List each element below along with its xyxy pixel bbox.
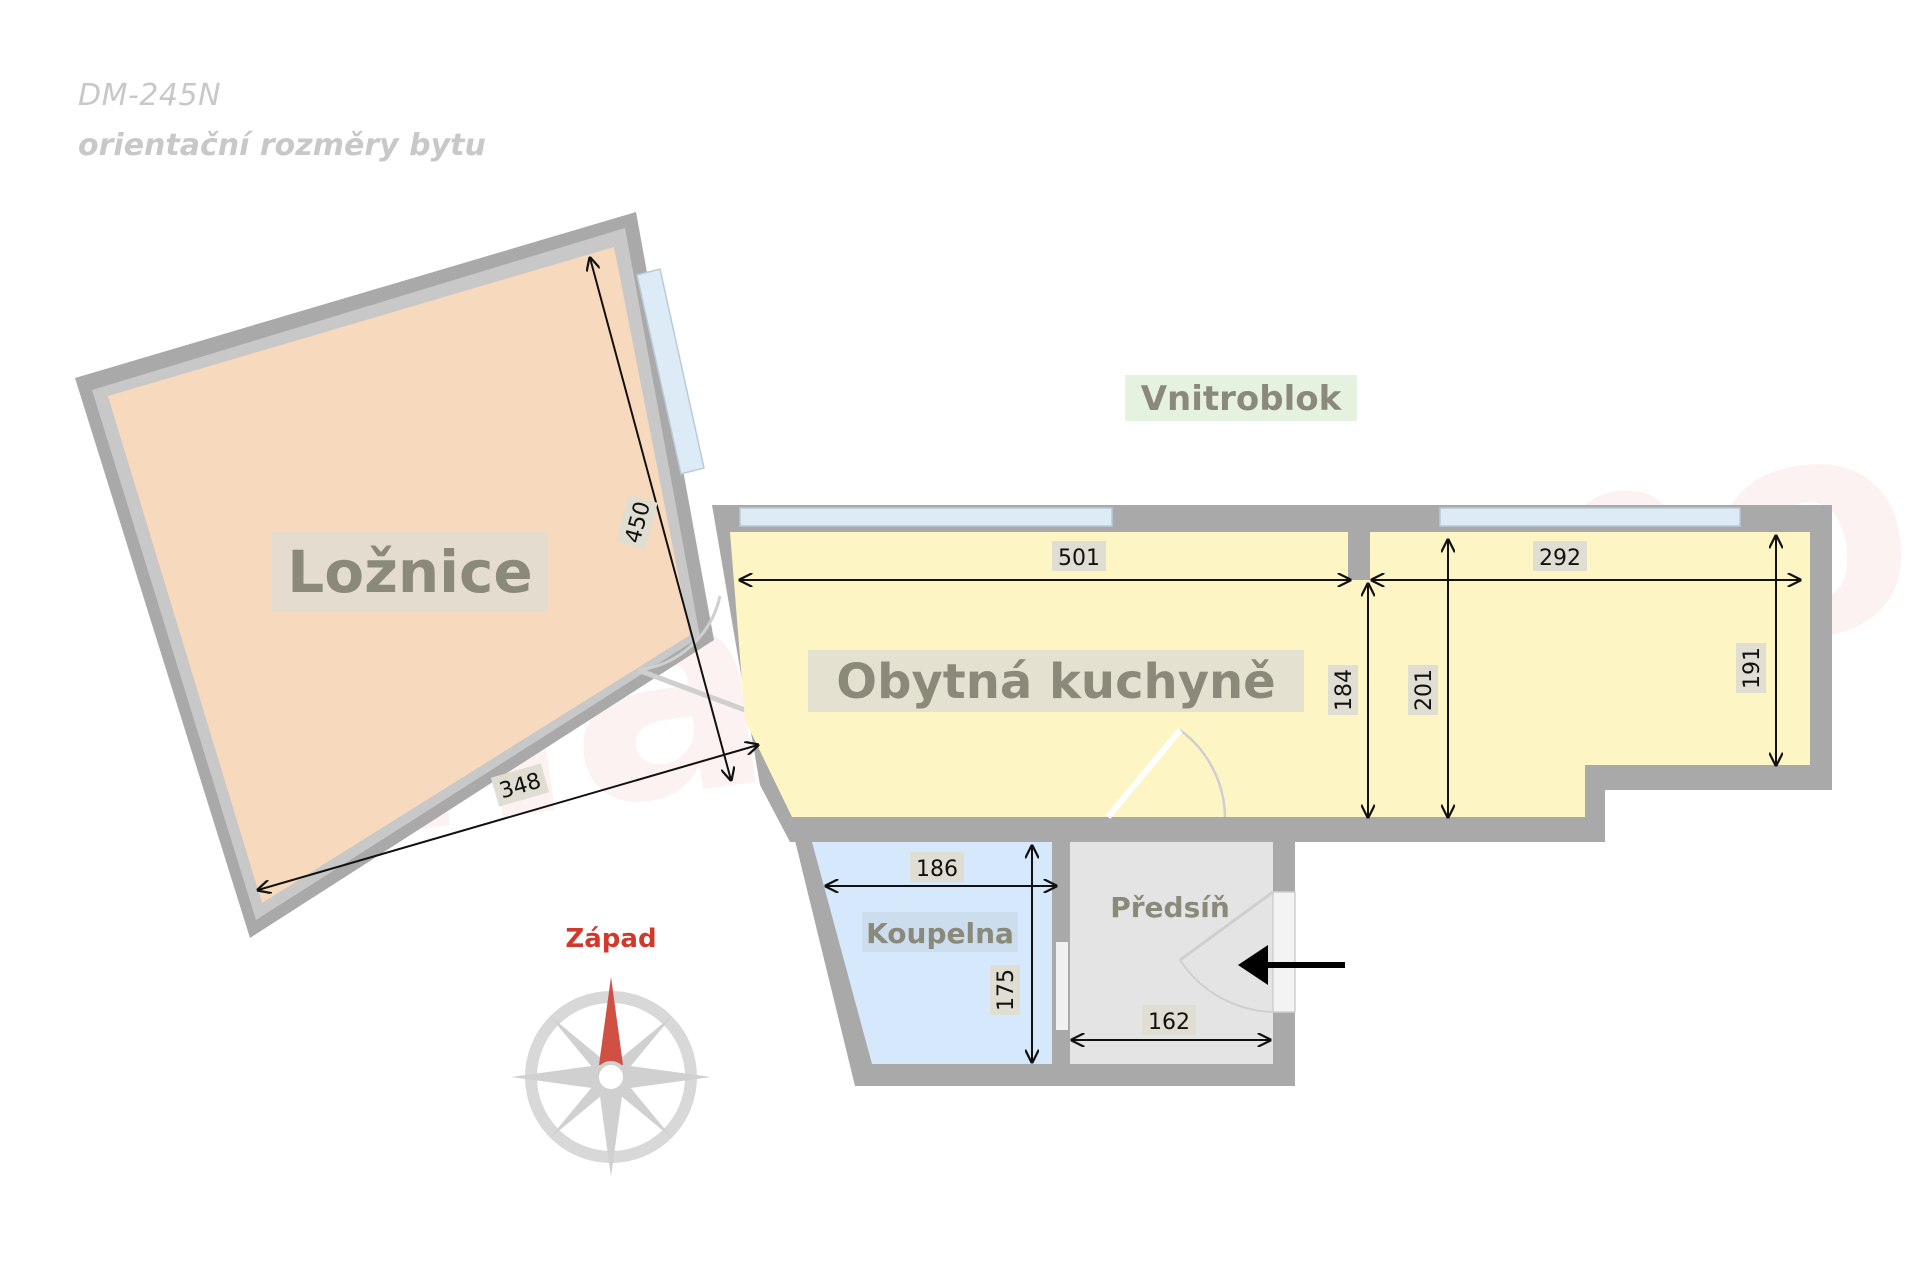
dim-koupelna-depth: 175 — [994, 969, 1019, 1011]
kitchen-door-leaf — [1105, 728, 1183, 819]
entrance-door-arc — [1179, 959, 1274, 1013]
label-kuchyne: Obytná kuchyně — [836, 654, 1275, 710]
entrance-opening — [1272, 891, 1296, 1013]
kitchen-pillar — [1348, 532, 1370, 580]
dim-predsin-width: 162 — [1148, 1010, 1190, 1035]
compass-label: Západ — [565, 924, 656, 954]
entrance-door-leaf — [1179, 890, 1274, 962]
label-koupelna: Koupelna — [866, 917, 1014, 950]
dimension-labels: 450 348 501 292 184 201 191 186 175 162 — [490, 494, 1766, 1035]
bathroom-door-opening — [1056, 942, 1068, 1030]
dim-koupelna-width: 186 — [916, 857, 958, 882]
dim-kuchyne-length: 501 — [1058, 546, 1100, 571]
plan-subtitle: orientační rozměry bytu — [78, 128, 486, 163]
kitchen-door-arc — [1179, 728, 1227, 818]
label-predsin: Předsíň — [1110, 891, 1230, 924]
dim-kuchyne-right-depth: 201 — [1412, 669, 1437, 711]
compass-icon — [511, 977, 711, 1177]
dim-kuchyne-right-length: 292 — [1539, 546, 1581, 571]
dimensions — [258, 258, 1800, 1062]
hallway — [1056, 820, 1296, 1086]
entrance-arrow — [1238, 945, 1345, 985]
plan-code: DM-245N — [78, 78, 222, 113]
label-vnitroblok: Vnitroblok — [1141, 379, 1343, 419]
dim-kuchyne-right-width: 191 — [1740, 647, 1765, 689]
label-loznice: Ložnice — [287, 538, 532, 606]
kitchen-window-left — [739, 507, 1113, 527]
kitchen-window-right — [1439, 507, 1741, 527]
room-labels: Ložnice Obytná kuchyně Koupelna Předsíň … — [272, 375, 1357, 952]
dim-kuchyne-width: 184 — [1332, 669, 1357, 711]
